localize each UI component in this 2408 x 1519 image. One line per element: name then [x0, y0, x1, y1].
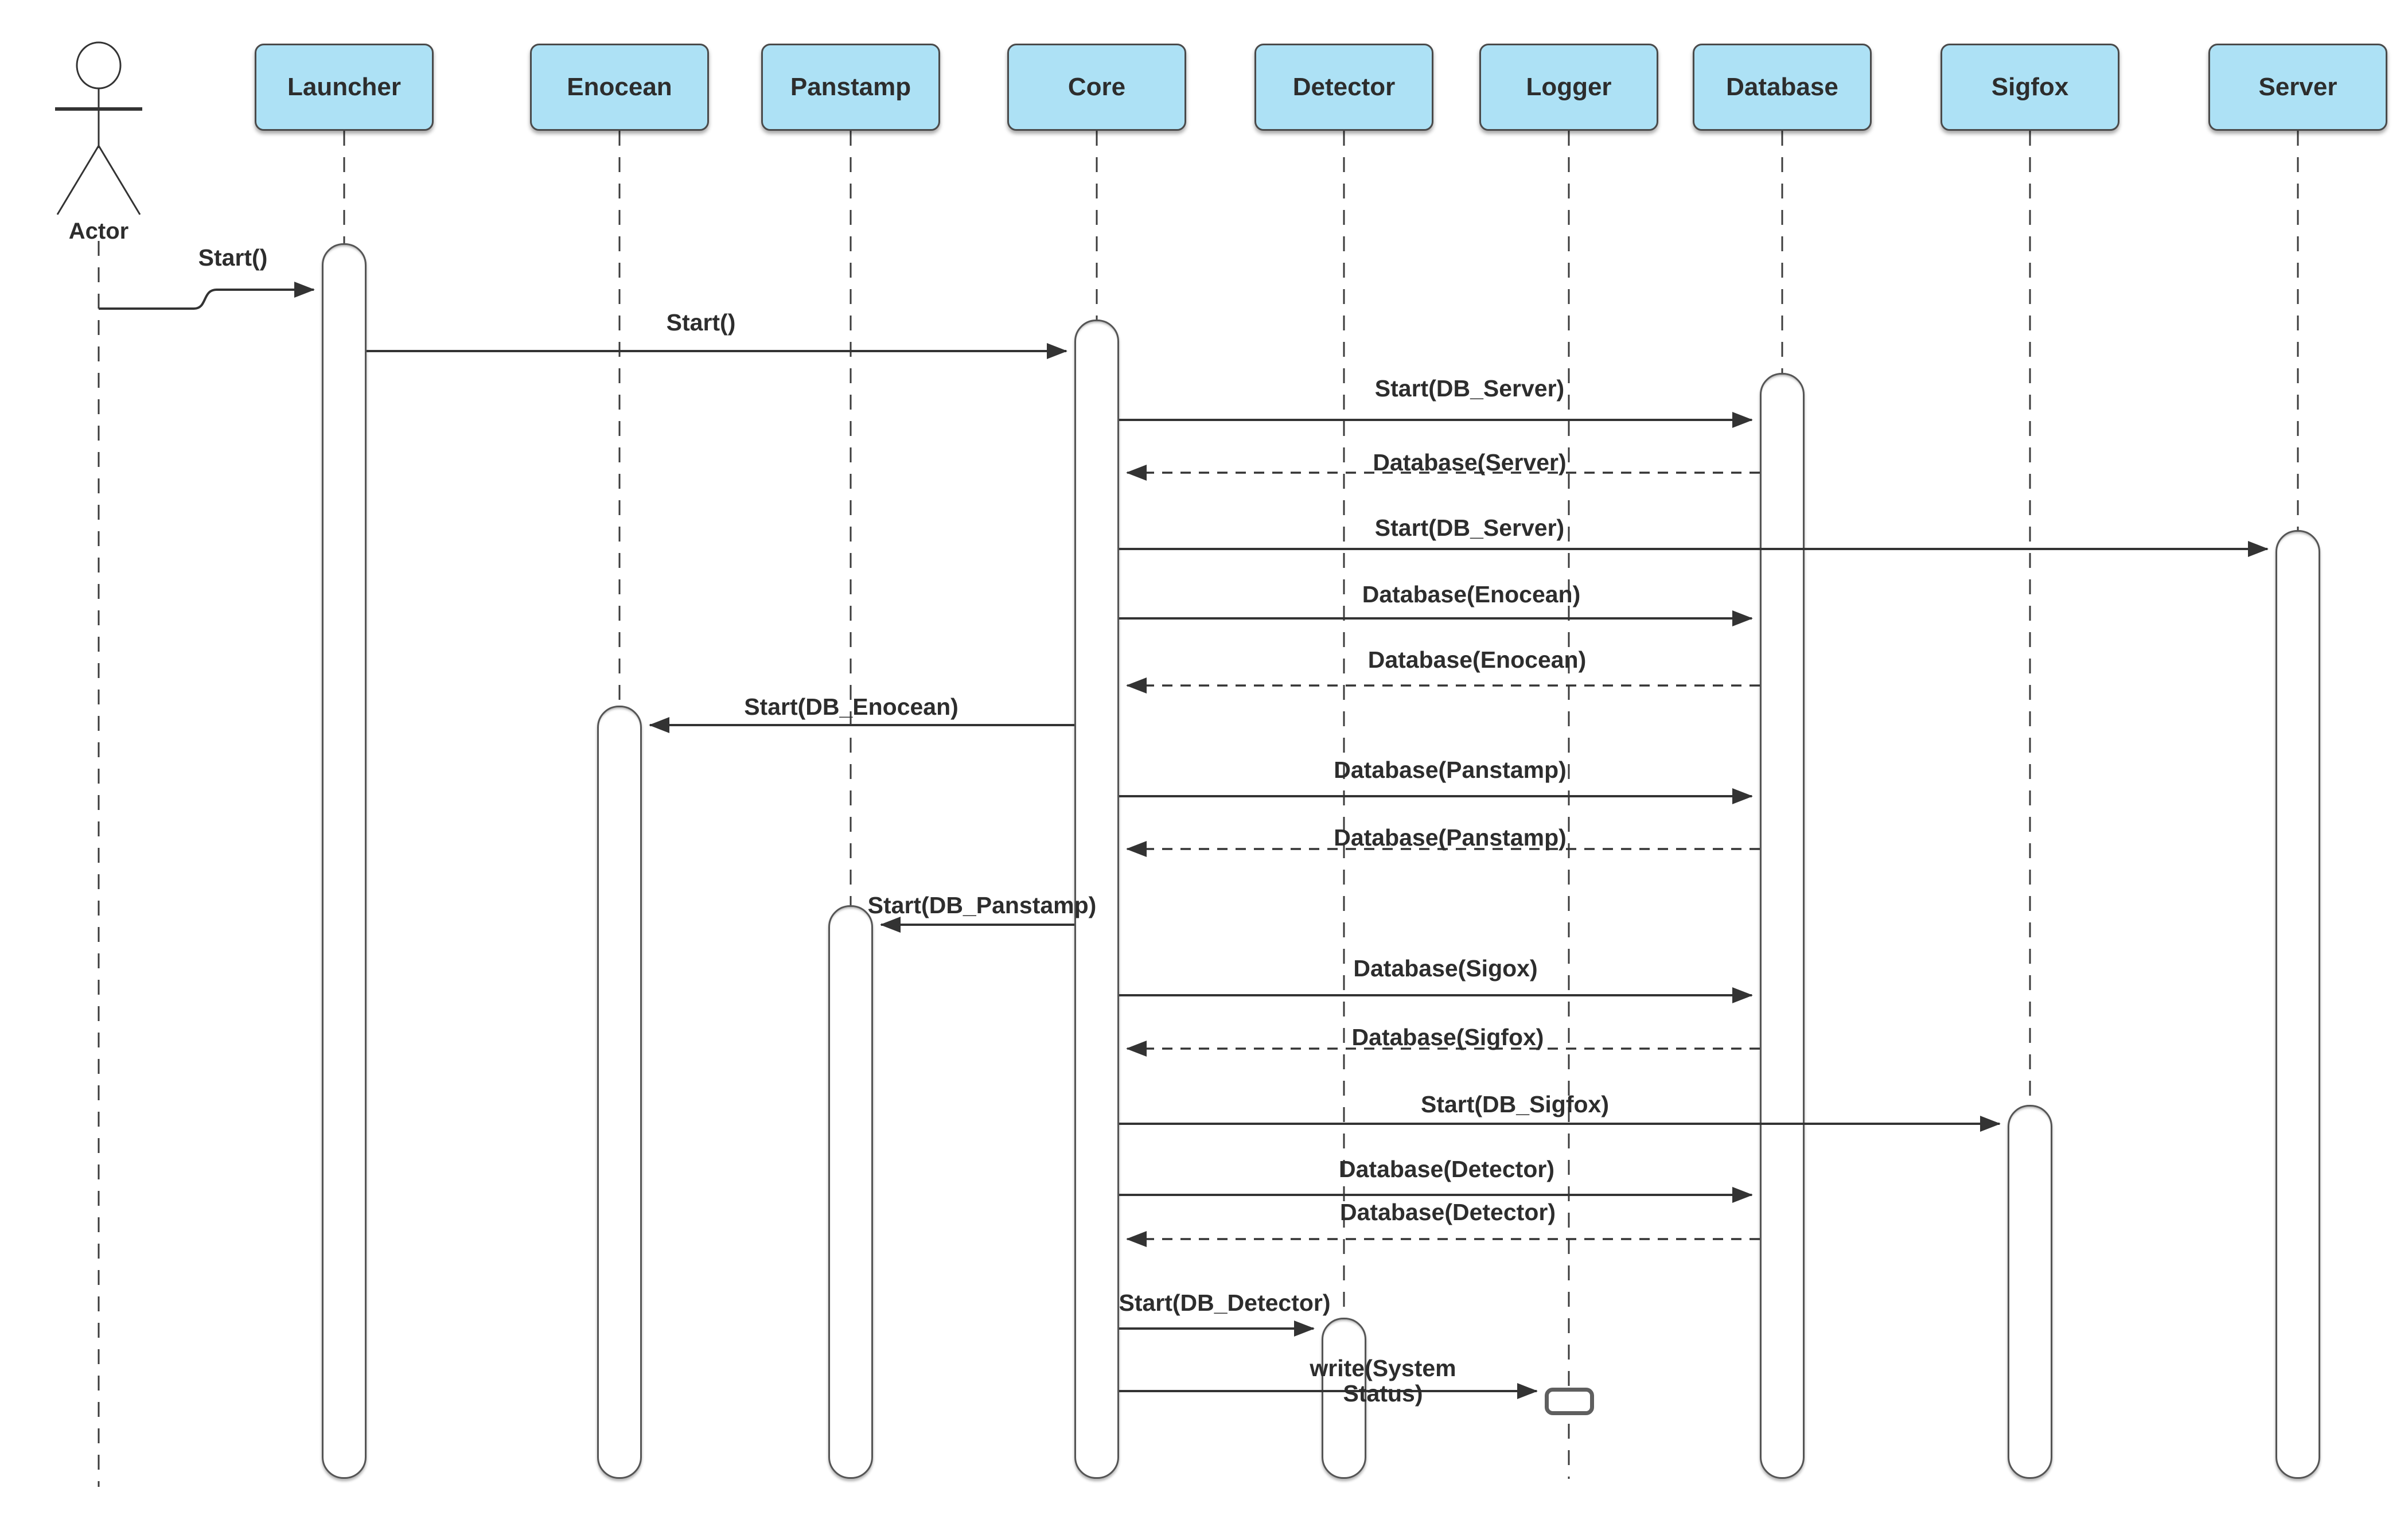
- lifeline-header-detector: Detector: [1254, 44, 1433, 131]
- actor-head: [76, 41, 122, 89]
- activation-bar-enocean: [597, 706, 642, 1479]
- activation-bar-launcher: [322, 243, 367, 1479]
- activation-bar-panstamp: [828, 905, 873, 1479]
- activation-box-logger: [1545, 1388, 1594, 1415]
- activation-bar-core: [1074, 320, 1119, 1479]
- lifeline-header-label: Core: [1067, 73, 1126, 101]
- lifeline-header-label: Logger: [1526, 73, 1612, 101]
- lifeline-header-launcher: Launcher: [255, 44, 434, 131]
- actor-leg-left: [56, 145, 100, 215]
- lifeline-header-enocean: Enocean: [530, 44, 709, 131]
- activation-bar-server: [2275, 530, 2320, 1479]
- activation-bar-sigfox: [2008, 1105, 2052, 1479]
- actor-leg-right: [98, 145, 141, 215]
- lifeline-header-label: Sigfox: [1991, 73, 2069, 101]
- lifeline-header-label: Panstamp: [790, 73, 911, 101]
- activation-bar-detector: [1322, 1318, 1366, 1479]
- activation-bar-database: [1760, 373, 1805, 1479]
- lifeline-header-label: Launcher: [287, 73, 402, 101]
- lifeline-header-logger: Logger: [1479, 44, 1658, 131]
- lifeline-header-label: Detector: [1292, 73, 1396, 101]
- lifeline-header-label: Server: [2258, 73, 2337, 101]
- message-arrow-start-actor-launcher: [99, 282, 315, 310]
- lifeline-header-server: Server: [2208, 44, 2387, 131]
- actor-figure: [55, 41, 142, 215]
- lifeline-header-label: Database: [1726, 73, 1838, 101]
- lifeline-header-core: Core: [1007, 44, 1186, 131]
- actor-label: Actor: [68, 219, 129, 244]
- lifeline-header-panstamp: Panstamp: [761, 44, 940, 131]
- lifeline-header-database: Database: [1693, 44, 1872, 131]
- lifeline-header-label: Enocean: [567, 73, 672, 101]
- lifeline-header-sigfox: Sigfox: [1941, 44, 2119, 131]
